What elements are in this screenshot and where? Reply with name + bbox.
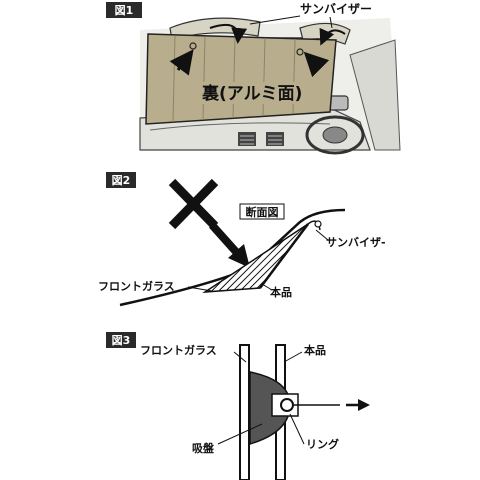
figure-2-tag-box: [106, 172, 136, 188]
figure-1-tag-box: [106, 2, 142, 18]
steering-wheel: [305, 115, 365, 155]
figure-1-tag: 図1: [115, 3, 134, 17]
label-section: 断面図: [246, 205, 279, 219]
pull-arrow: [346, 399, 370, 411]
label-windshield-3: フロントガラス: [140, 343, 217, 357]
figure-3-tag: 図3: [112, 333, 131, 347]
figure-2: 図2 断面図 サンバイザ- フロントガラス 本品: [98, 172, 386, 307]
label-ring: リング: [306, 437, 339, 451]
fold-arrow-right: [319, 27, 346, 46]
figure-3: 図3 フロントガラス 本品 吸盤 リング: [106, 332, 370, 480]
hook-arrow-right: [303, 51, 330, 78]
windshield-glass: [239, 344, 250, 480]
fold-arrow-left: [209, 24, 248, 44]
label-windshield-2: フロントガラス: [98, 279, 175, 293]
label-product-2: 本品: [270, 285, 292, 299]
label-suction-cup: 吸盤: [192, 441, 215, 455]
label-section-box: [239, 203, 285, 220]
ring: [280, 398, 294, 412]
label-sun-visor: サンバイザー: [300, 2, 372, 16]
hook-arrow-left: [169, 49, 194, 76]
figure-1: 図1: [106, 2, 401, 155]
figure-3-tag-box: [106, 332, 136, 348]
ring-right: [296, 48, 304, 56]
label-sun-visor-2: サンバイザ-: [326, 236, 386, 249]
push-arrow: [209, 222, 250, 268]
figure-2-tag: 図2: [112, 173, 131, 187]
wrong-mark-x: [168, 178, 219, 230]
label-back-aluminum: 裏(アルミ面): [201, 83, 302, 104]
ring-left: [189, 42, 197, 50]
label-back-bg: [200, 82, 318, 104]
label-product-3: 本品: [304, 343, 326, 357]
